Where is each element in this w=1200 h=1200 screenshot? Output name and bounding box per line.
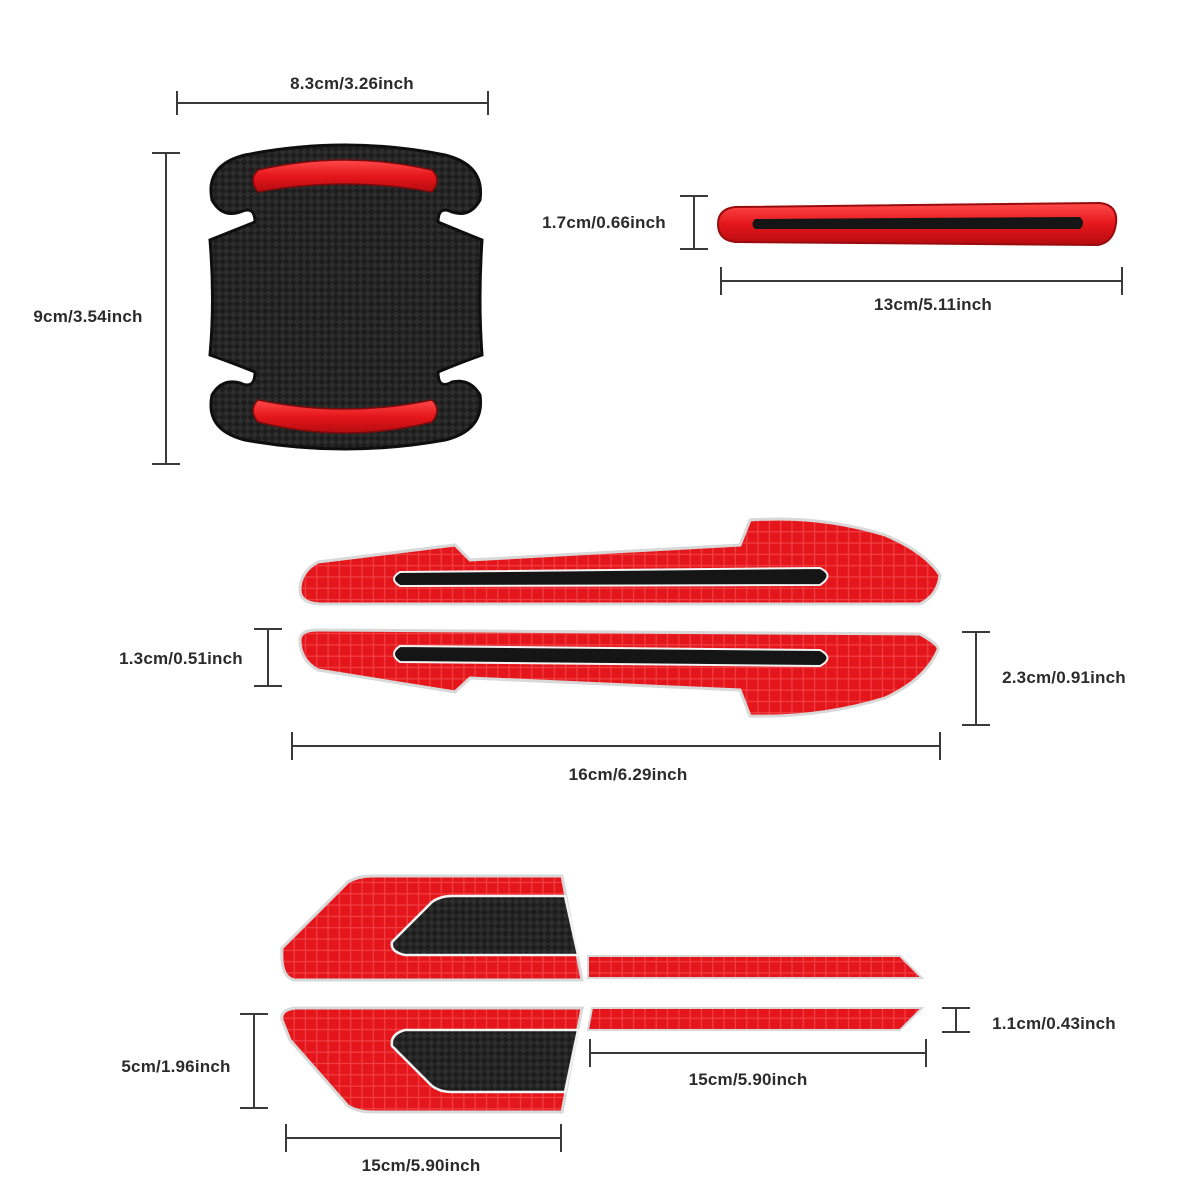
blade-reflector-strip-tail-height-label: 1.1cm/0.43inch [992, 1014, 1116, 1033]
long-reflector-strip-bottom [298, 628, 940, 718]
blade-reflector-strip-top [280, 874, 925, 982]
blade-reflector-strip-bottom-carbon-insert [390, 1028, 580, 1094]
blade-reflector-strip-tail-width-label: 15cm/5.90inch [689, 1070, 808, 1089]
long-reflector-strip-wide-height-label: 2.3cm/0.91inch [1002, 668, 1126, 687]
door-bowl-guard-width-label: 8.3cm/3.26inch [290, 74, 414, 93]
door-bowl-guard-height-dimension: 9cm/3.54inch [33, 152, 180, 465]
blade-reflector-strip-width-dimension: 15cm/5.90inch [285, 1124, 562, 1175]
long-reflector-strip-bottom-black-insert [393, 644, 829, 668]
slim-reflector-strip-width-dimension: 13cm/5.11inch [720, 267, 1123, 314]
long-reflector-strip-top-body [298, 517, 942, 606]
door-bowl-guard [208, 143, 484, 451]
blade-reflector-strip-bottom-tail [586, 1007, 925, 1031]
blade-reflector-strip-top-carbon-insert [390, 894, 580, 957]
slim-reflector-strip [716, 201, 1118, 247]
slim-reflector-strip-height-dimension: 1.7cm/0.66inch [542, 195, 708, 250]
door-bowl-guard-top-reflector [252, 159, 438, 193]
long-reflector-strip-wide-height-dimension: 2.3cm/0.91inch [962, 631, 1126, 726]
blade-reflector-strip-height-dimension: 5cm/1.96inch [121, 1013, 268, 1109]
long-reflector-strip-width-dimension: 16cm/6.29inch [291, 732, 941, 784]
slim-reflector-strip-height-label: 1.7cm/0.66inch [542, 213, 666, 232]
blade-reflector-strip-bottom [280, 1006, 925, 1114]
door-bowl-guard-width-dimension: 8.3cm/3.26inch [176, 74, 489, 115]
blade-reflector-strip-top-tail [587, 955, 925, 979]
slim-reflector-strip-width-label: 13cm/5.11inch [874, 295, 992, 314]
long-reflector-strip-narrow-height-label: 1.3cm/0.51inch [119, 649, 243, 668]
long-reflector-strip-width-label: 16cm/6.29inch [569, 765, 688, 784]
door-bowl-guard-bottom-reflector [252, 399, 438, 434]
door-bowl-guard-body [208, 143, 484, 451]
blade-reflector-strip-tail-width-dimension: 15cm/5.90inch [589, 1039, 927, 1089]
long-reflector-strip-narrow-height-dimension: 1.3cm/0.51inch [119, 628, 282, 687]
slim-reflector-strip-black-insert [752, 217, 1083, 229]
long-reflector-strip-bottom-body [298, 628, 940, 718]
door-bowl-guard-height-label: 9cm/3.54inch [33, 307, 142, 326]
long-reflector-strip-top [298, 517, 942, 606]
blade-reflector-strip-tail-height-dimension: 1.1cm/0.43inch [942, 1007, 1116, 1033]
blade-reflector-strip-height-label: 5cm/1.96inch [121, 1057, 230, 1076]
long-reflector-strip-top-black-insert [393, 566, 829, 588]
blade-reflector-strip-width-label: 15cm/5.90inch [362, 1156, 481, 1175]
